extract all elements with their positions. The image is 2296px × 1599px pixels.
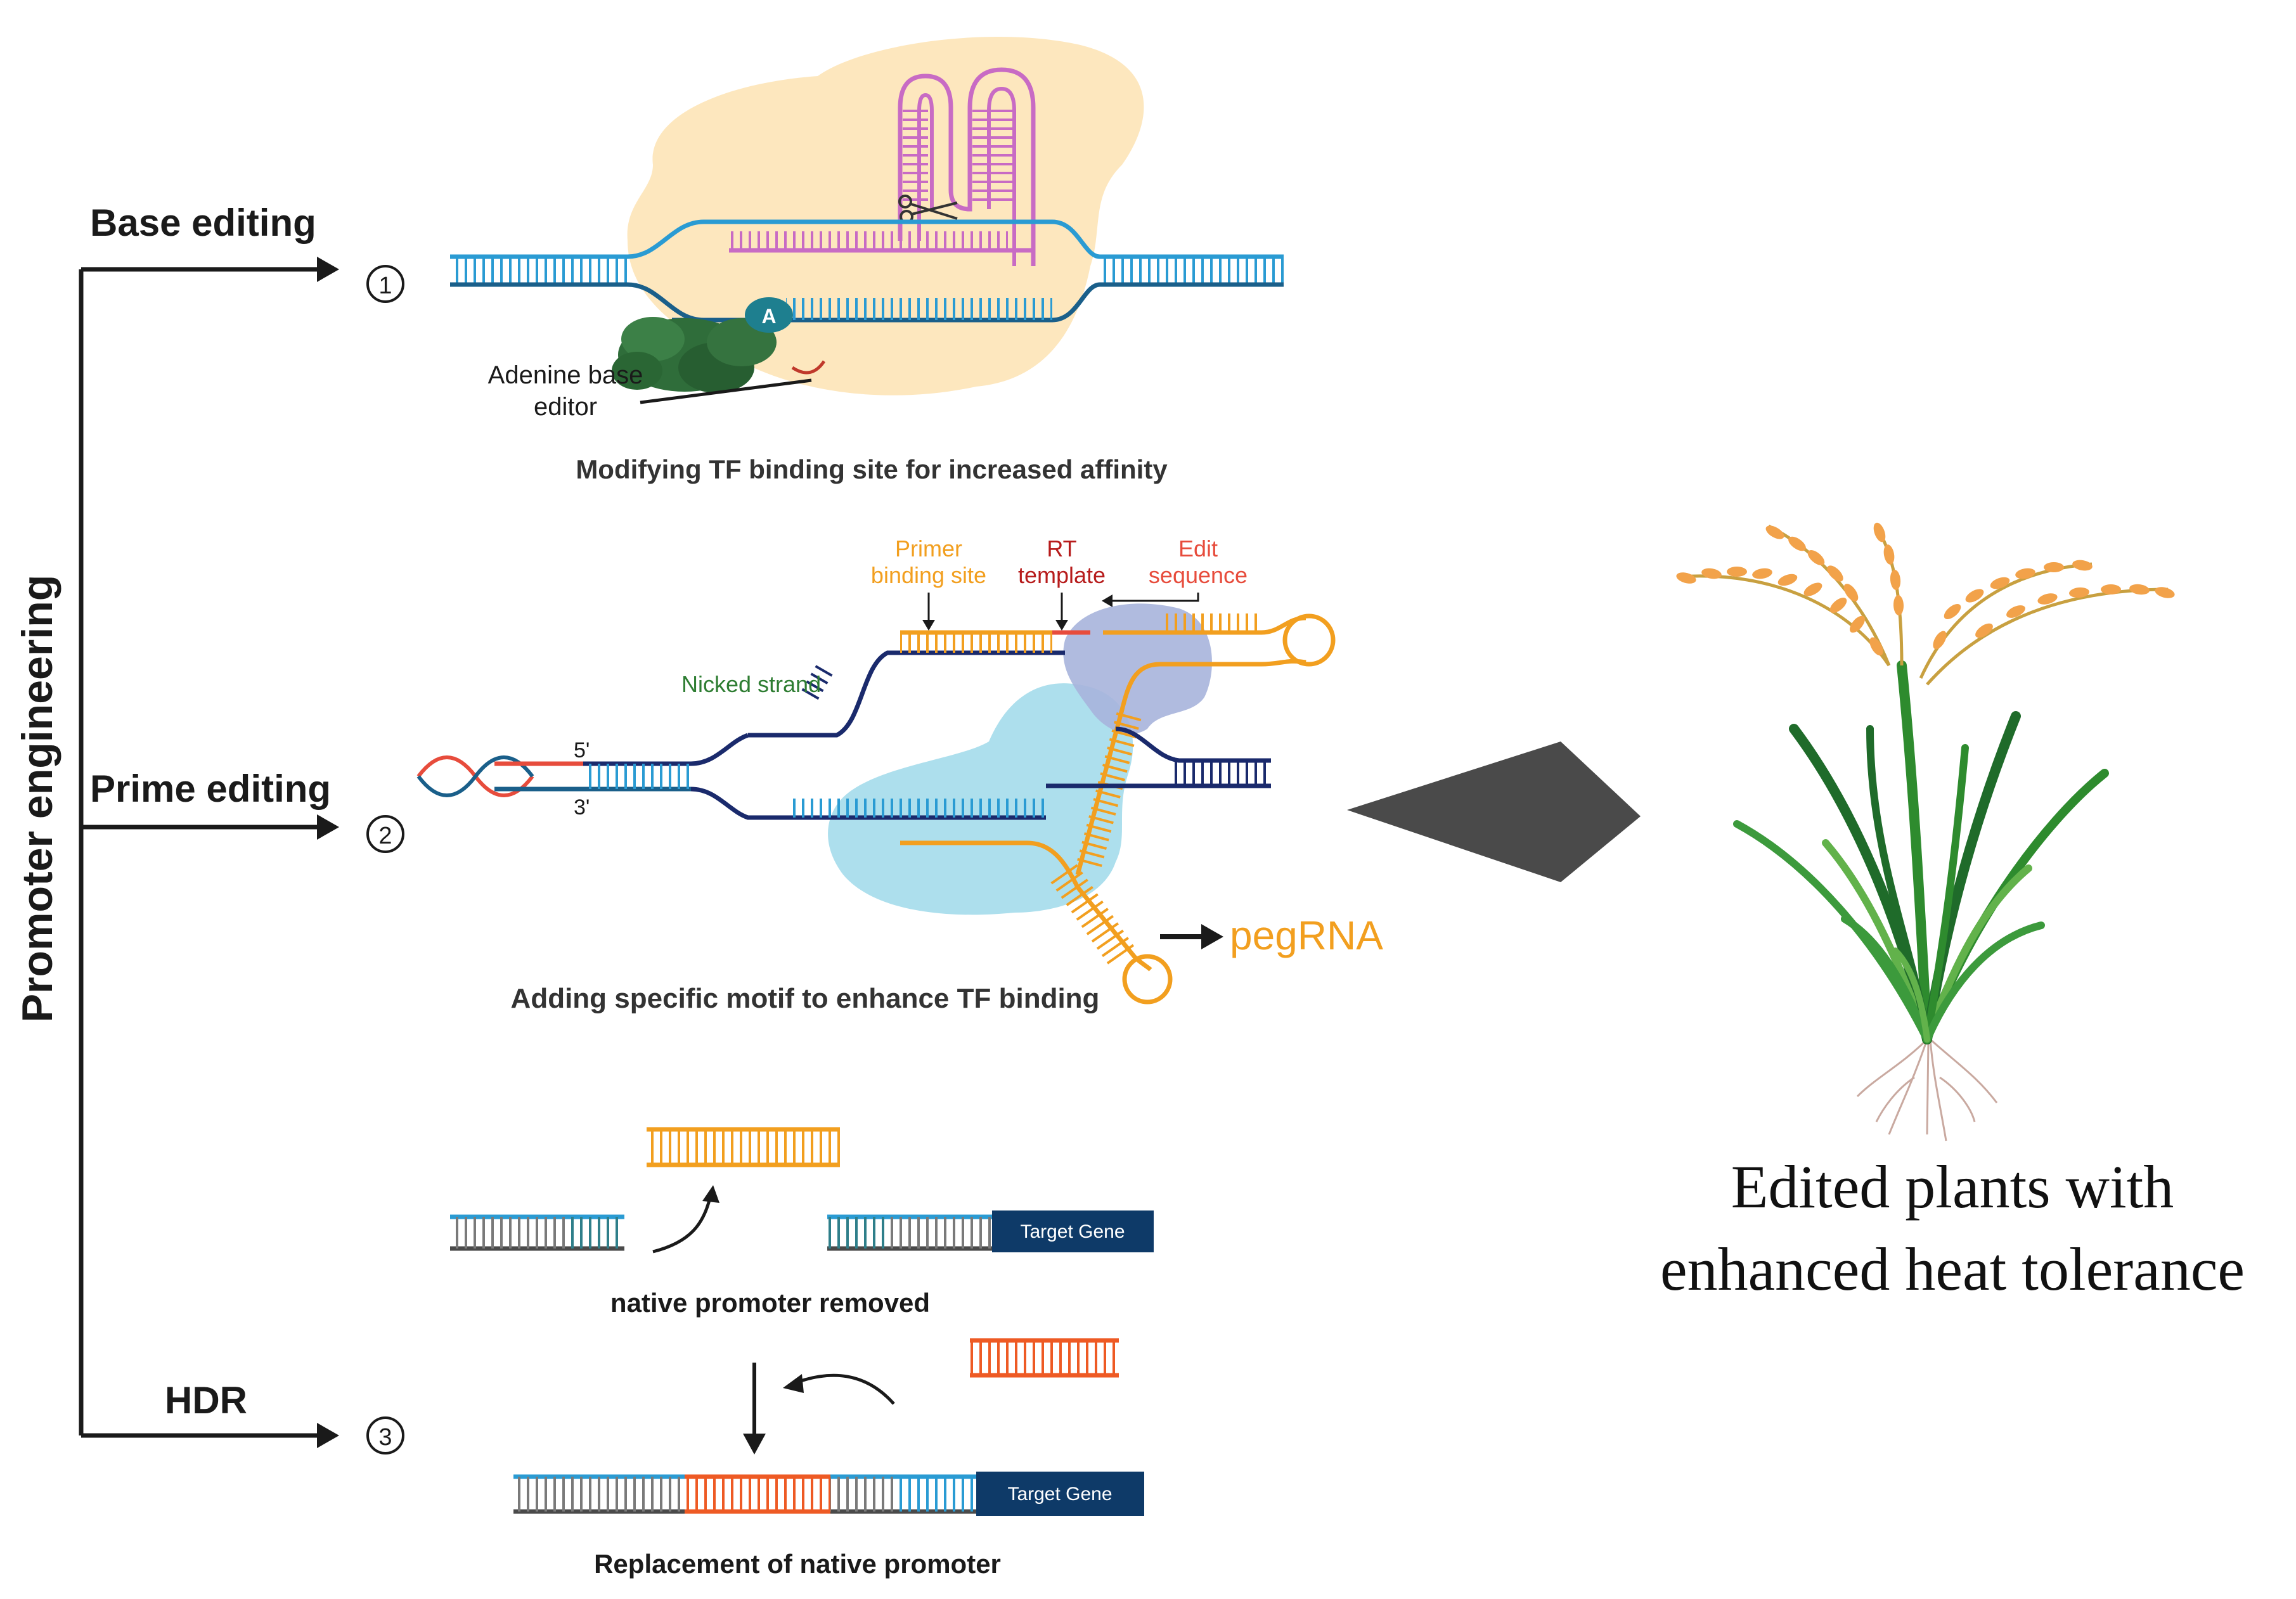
target-gene-box-2: Target Gene (976, 1472, 1144, 1516)
label-primer-1: Primer (895, 536, 962, 562)
label-edit-1: Edit (1178, 536, 1218, 562)
caption-promoter-removed: native promoter removed (610, 1288, 930, 1318)
result-text-line1: Edited plants with (1731, 1153, 2174, 1221)
svg-text:3: 3 (378, 1424, 392, 1451)
prime-editing-panel: 5' 3' pegRNA Primer (416, 536, 1383, 1014)
label-hdr: HDR (165, 1379, 247, 1422)
caption-prime-editing: Adding specific motif to enhance TF bind… (511, 983, 1100, 1014)
step-circle-3: 3 (366, 1416, 404, 1455)
svg-text:Target Gene: Target Gene (1020, 1221, 1125, 1242)
label-nicked-strand: Nicked strand (681, 671, 821, 697)
adenine-label-2: editor (534, 393, 597, 421)
label-edit-2: sequence (1149, 562, 1248, 588)
label-5-prime: 5' (574, 738, 590, 762)
svg-text:Target Gene: Target Gene (1007, 1484, 1112, 1505)
vertical-title: Promoter engineering (13, 575, 61, 1023)
replaced-construct-dna (513, 1474, 976, 1514)
result-text-line2: enhanced heat tolerance (1660, 1235, 2245, 1303)
label-base-editing: Base editing (90, 202, 316, 244)
svg-text:A: A (761, 305, 776, 328)
label-rt-2: template (1018, 562, 1106, 588)
caption-base-editing: Modifying TF binding site for increased … (576, 454, 1168, 484)
label-prime-editing: Prime editing (90, 767, 331, 810)
left-flank-dna (450, 1214, 624, 1251)
label-primer-2: binding site (871, 562, 986, 588)
reverse-transcriptase-blob (1063, 603, 1212, 735)
donor-promoter-fragment (970, 1338, 1119, 1378)
right-flank-dna (827, 1214, 992, 1251)
rice-plant-illustration (1676, 522, 2175, 1141)
bracket-lines (79, 267, 320, 1438)
result-arrow (1347, 742, 1641, 882)
label-pegrna: pegRNA (1230, 913, 1383, 958)
label-3-prime: 3' (574, 795, 590, 819)
svg-text:1: 1 (378, 273, 392, 299)
step-circle-1: 1 (366, 265, 404, 303)
target-gene-box-1: Target Gene (992, 1210, 1154, 1252)
removed-promoter-fragment (647, 1127, 840, 1167)
adenine-base-editor (612, 317, 777, 393)
bracket-arrowheads (317, 257, 339, 1448)
a-base-marker: A (745, 297, 793, 333)
adenine-label-1: Adenine base (488, 361, 643, 389)
hdr-panel: Target Gene native promoter removed (450, 1127, 1154, 1579)
step-circle-2: 2 (366, 815, 404, 853)
caption-promoter-replacement: Replacement of native promoter (594, 1549, 1001, 1579)
base-editing-panel: A Adenine base editor Modifying TF bindi… (450, 37, 1284, 484)
label-rt-1: RT (1047, 536, 1076, 562)
guide-rna (729, 67, 1036, 266)
svg-text:2: 2 (378, 823, 392, 849)
